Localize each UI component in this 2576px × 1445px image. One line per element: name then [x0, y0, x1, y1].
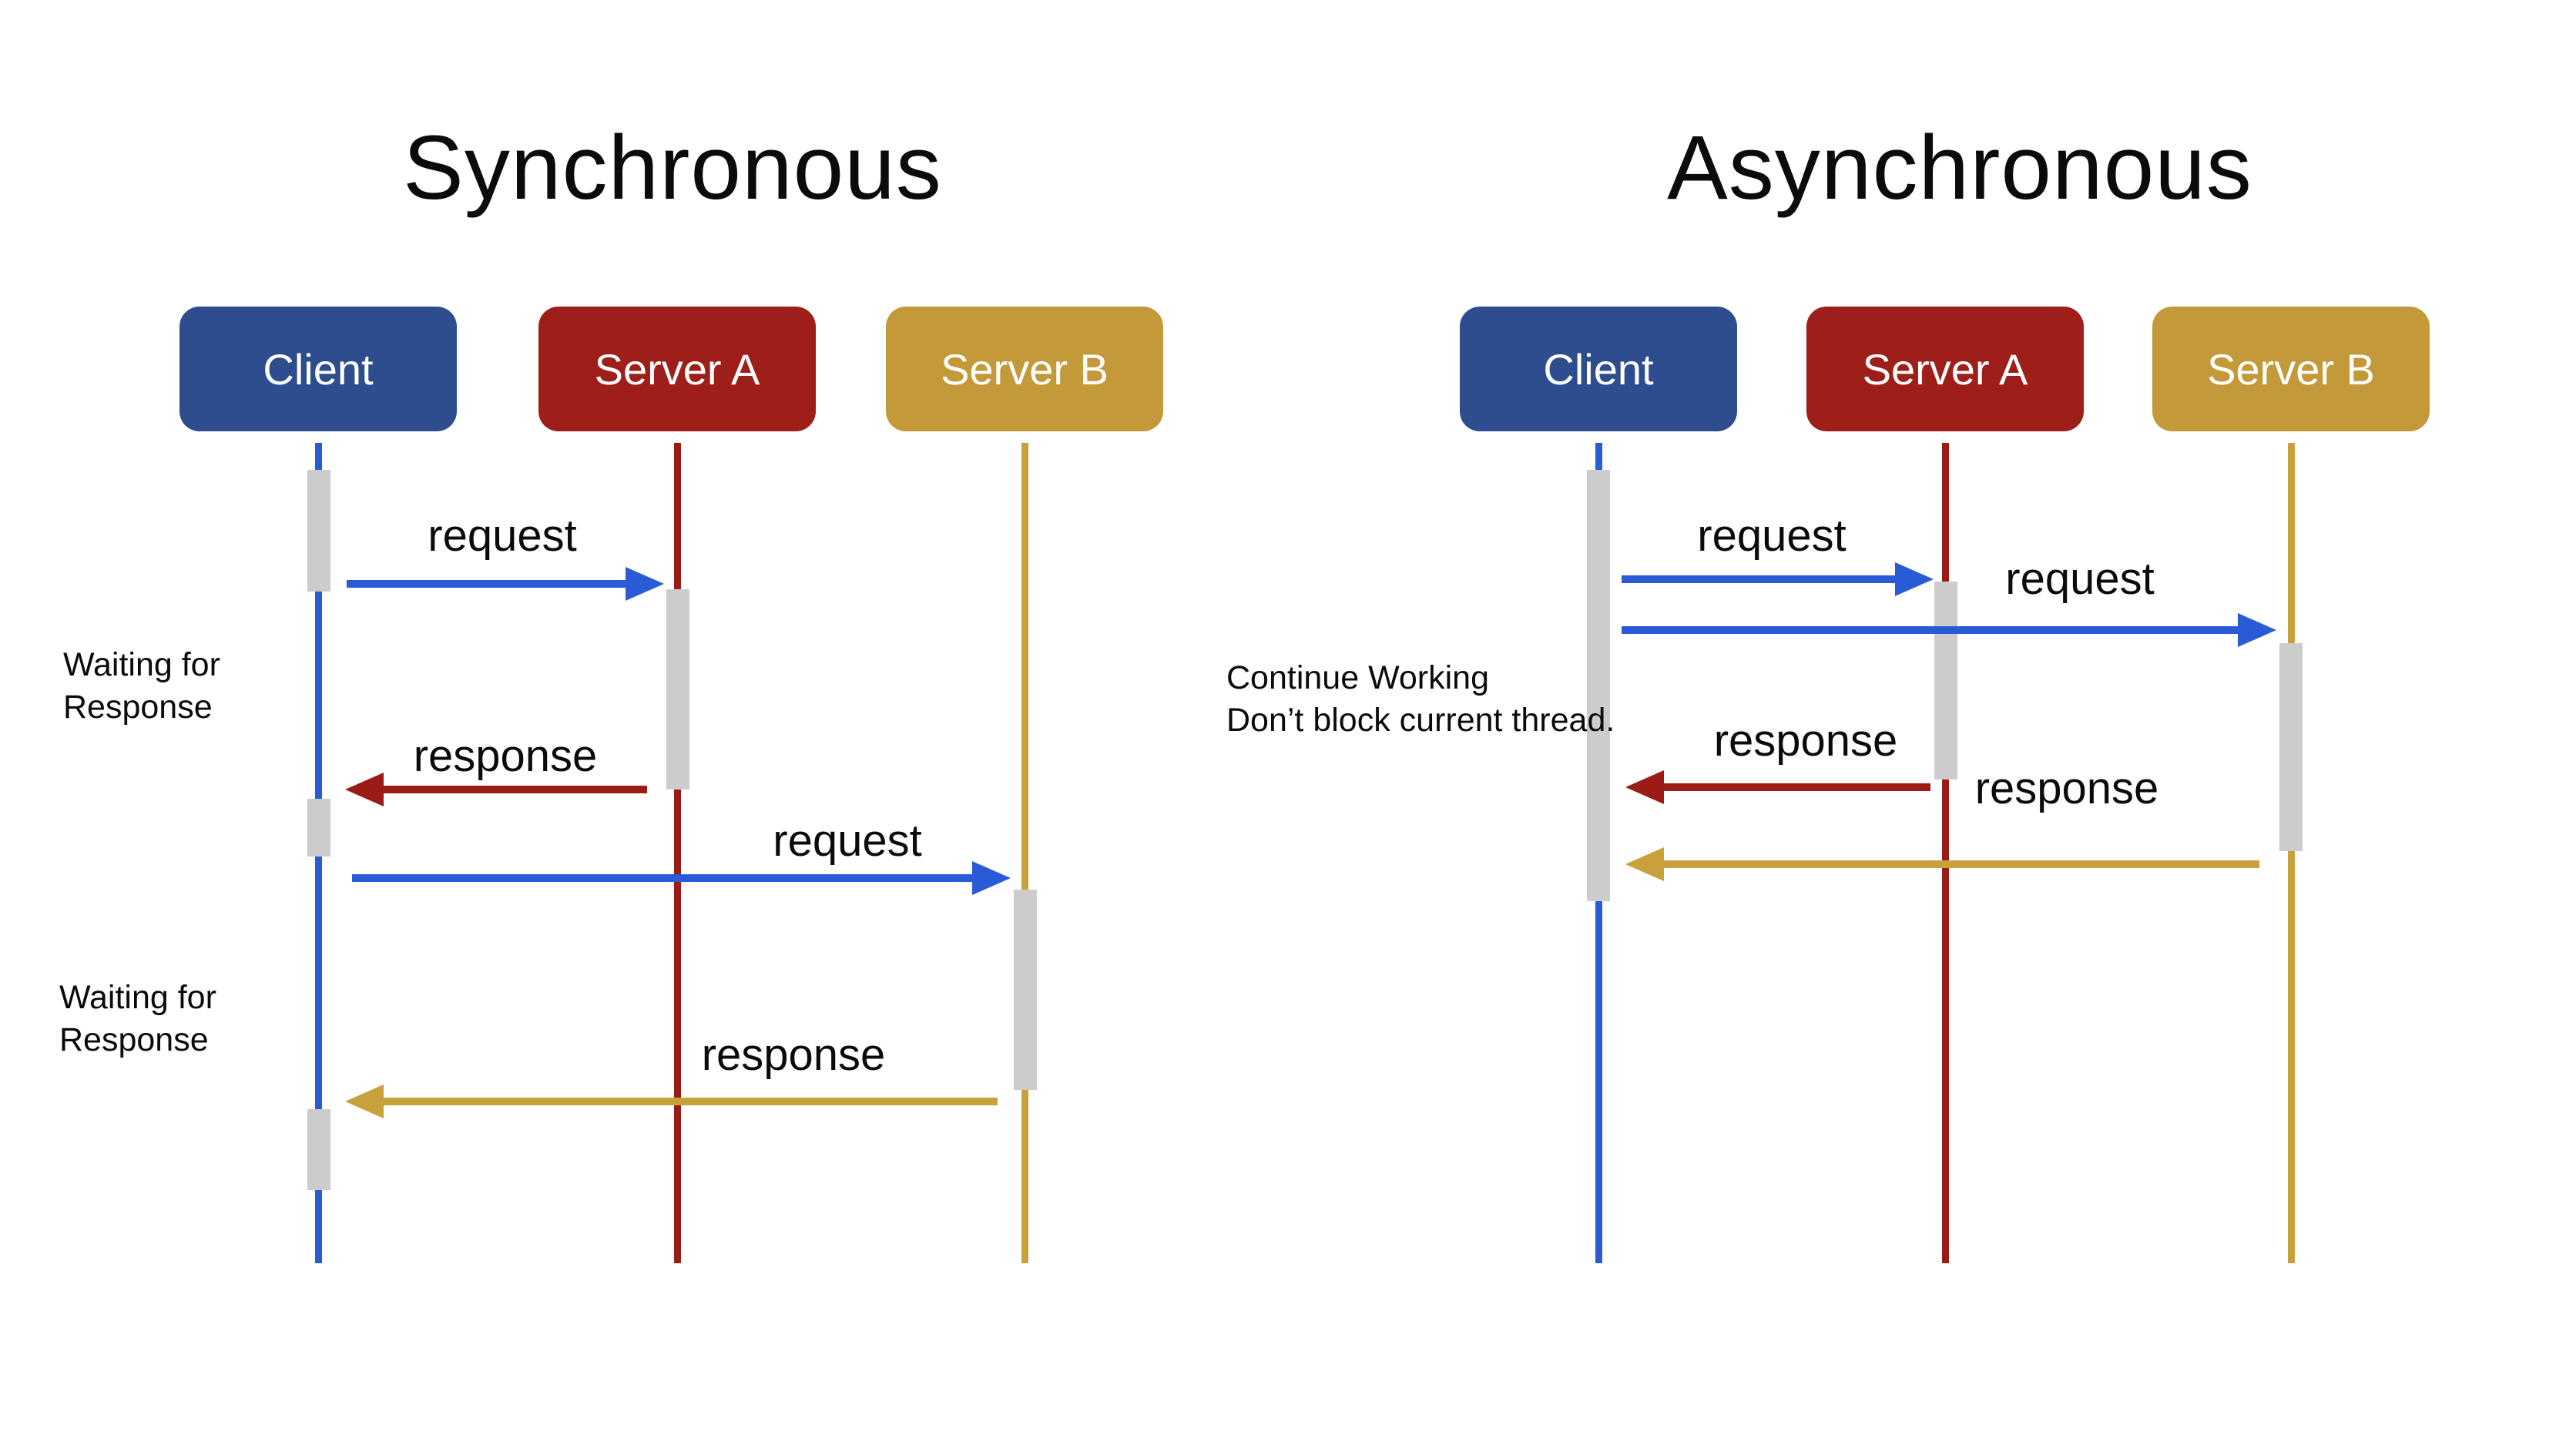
async-response1-label: response	[1713, 716, 1898, 766]
async-response2-label: response	[1974, 763, 2159, 813]
async-server-b-activation	[2279, 643, 2303, 851]
arrowhead-left-icon	[1625, 847, 1664, 881]
async-actor-server-a-label: Server A	[1862, 344, 2028, 394]
arrow-shaft	[347, 580, 629, 588]
sync-waiting-note-1: Waiting for Response	[63, 646, 220, 726]
sync-actor-client: Client	[179, 307, 457, 431]
sync-request2-arrow	[352, 861, 1011, 895]
async-server-a-lifeline	[1942, 443, 1949, 1263]
async-request2-label: request	[2005, 554, 2155, 604]
arrow-shaft	[381, 1098, 998, 1105]
async-actor-server-b: Server B	[2152, 307, 2430, 431]
async-title: Asynchronous	[1667, 117, 2252, 219]
arrow-shaft	[352, 874, 975, 882]
async-server-b-lifeline	[2288, 443, 2295, 1263]
arrowhead-left-icon	[345, 1085, 384, 1118]
async-request1-label: request	[1697, 511, 1846, 561]
async-actor-client-label: Client	[1543, 344, 1654, 394]
sync-client-activation-1	[307, 470, 330, 592]
async-request1-arrow	[1622, 562, 1934, 596]
sync-response1-label: response	[413, 731, 598, 781]
sync-actor-server-b: Server B	[886, 307, 1163, 431]
arrow-shaft	[381, 786, 647, 793]
sync-waiting-note-2: Waiting for Response	[59, 979, 216, 1058]
async-actor-server-b-label: Server B	[2207, 344, 2375, 394]
async-request2-arrow	[1622, 613, 2276, 647]
sync-response2-arrow	[345, 1085, 998, 1118]
arrow-shaft	[1622, 626, 2241, 634]
sync-client-activation-3	[307, 1109, 330, 1190]
async-response2-arrow	[1625, 847, 2259, 881]
sync-actor-server-a-label: Server A	[594, 344, 760, 394]
sync-request2-label: request	[773, 816, 922, 866]
arrowhead-left-icon	[1625, 770, 1664, 804]
sync-request1-label: request	[428, 511, 577, 561]
arrow-shaft	[1661, 783, 1930, 791]
sync-server-a-activation	[666, 589, 689, 790]
arrowhead-right-icon	[972, 861, 1011, 895]
async-server-a-activation	[1934, 582, 1957, 779]
async-response1-arrow	[1625, 770, 1930, 804]
sync-request1-arrow	[347, 567, 664, 601]
sync-actor-client-label: Client	[263, 344, 374, 394]
arrowhead-right-icon	[1895, 562, 1934, 596]
sync-server-a-lifeline	[674, 443, 681, 1263]
arrow-shaft	[1661, 860, 2259, 868]
sync-actor-server-a: Server A	[538, 307, 816, 431]
arrowhead-right-icon	[2238, 613, 2276, 647]
arrowhead-right-icon	[626, 567, 664, 601]
sync-server-b-activation	[1014, 890, 1037, 1090]
sync-response1-arrow	[345, 773, 647, 806]
async-continue-note: Continue Working Don’t block current thr…	[1226, 659, 1615, 739]
sync-title: Synchronous	[403, 117, 942, 219]
sync-server-b-lifeline	[1021, 443, 1028, 1263]
arrowhead-left-icon	[345, 773, 384, 806]
sync-actor-server-b-label: Server B	[941, 344, 1109, 394]
sync-client-activation-2	[307, 799, 330, 857]
sync-response2-label: response	[701, 1030, 886, 1080]
async-actor-client: Client	[1460, 307, 1737, 431]
arrow-shaft	[1622, 575, 1898, 583]
async-actor-server-a: Server A	[1806, 307, 2084, 431]
async-client-activation	[1587, 470, 1610, 901]
